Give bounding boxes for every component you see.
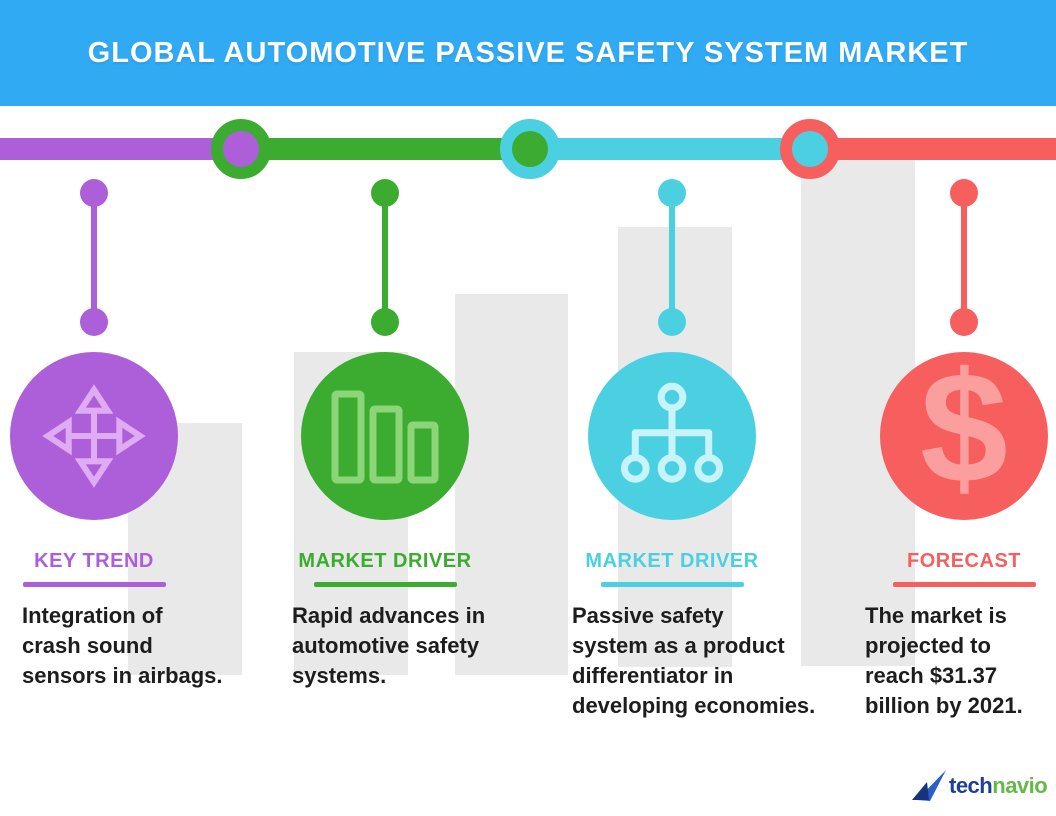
background-bar — [455, 294, 568, 675]
connector-line — [91, 193, 97, 322]
technavio-wordmark: technavio — [949, 773, 1048, 799]
item-label-market-driver-2: MARKET DRIVER — [585, 550, 759, 572]
connector-line — [669, 193, 675, 322]
market-driver-circle-1 — [301, 352, 469, 520]
item-description: The market is projected to reach $31.37 … — [865, 603, 1023, 718]
forecast-circle: $ — [880, 340, 1048, 520]
item-label-market-driver-1: MARKET DRIVER — [298, 550, 472, 572]
item-label-key-trend: KEY TREND — [34, 550, 154, 572]
item-label-forecast: FORECAST — [907, 550, 1021, 572]
timeline-junction-1 — [211, 119, 271, 179]
connector-dot-bottom — [658, 308, 686, 336]
logo-text-tech: tech — [949, 773, 993, 798]
item-description: Passive safety system as a product diffe… — [572, 603, 816, 718]
timeline-segment-red — [810, 138, 1056, 160]
label-underline — [23, 582, 166, 587]
market-driver-circle-2 — [588, 352, 756, 520]
label-underline — [893, 582, 1036, 587]
connector-dot-bottom — [80, 308, 108, 336]
logo-text-navio: navio — [992, 773, 1048, 798]
bar-chart-icon — [331, 390, 439, 484]
technavio-logo: technavio — [912, 770, 1048, 802]
connector-line — [382, 193, 388, 322]
timeline-junction-2 — [500, 119, 560, 179]
connector-line — [961, 193, 967, 322]
timeline-segment-cyan — [530, 138, 810, 160]
item-description: Rapid advances in automotive safety syst… — [292, 603, 486, 688]
item-description: Integration of crash sound sensors in ai… — [22, 603, 223, 688]
timeline-segment-purple — [0, 138, 241, 160]
timeline-segment-green — [241, 138, 530, 160]
technavio-arrow-icon — [912, 770, 946, 801]
header-banner: GLOBAL AUTOMOTIVE PASSIVE SAFETY SYSTEM … — [0, 0, 1056, 106]
timeline-junction-3 — [780, 119, 840, 179]
connector-dot-bottom — [950, 308, 978, 336]
label-underline — [314, 582, 457, 587]
label-underline — [601, 582, 744, 587]
sitemap-icon — [620, 382, 724, 483]
move-arrows-icon — [42, 384, 146, 488]
dollar-icon: $ — [920, 340, 1008, 516]
connector-dot-bottom — [371, 308, 399, 336]
key-trend-circle — [10, 352, 178, 520]
page-title: GLOBAL AUTOMOTIVE PASSIVE SAFETY SYSTEM … — [87, 36, 969, 69]
